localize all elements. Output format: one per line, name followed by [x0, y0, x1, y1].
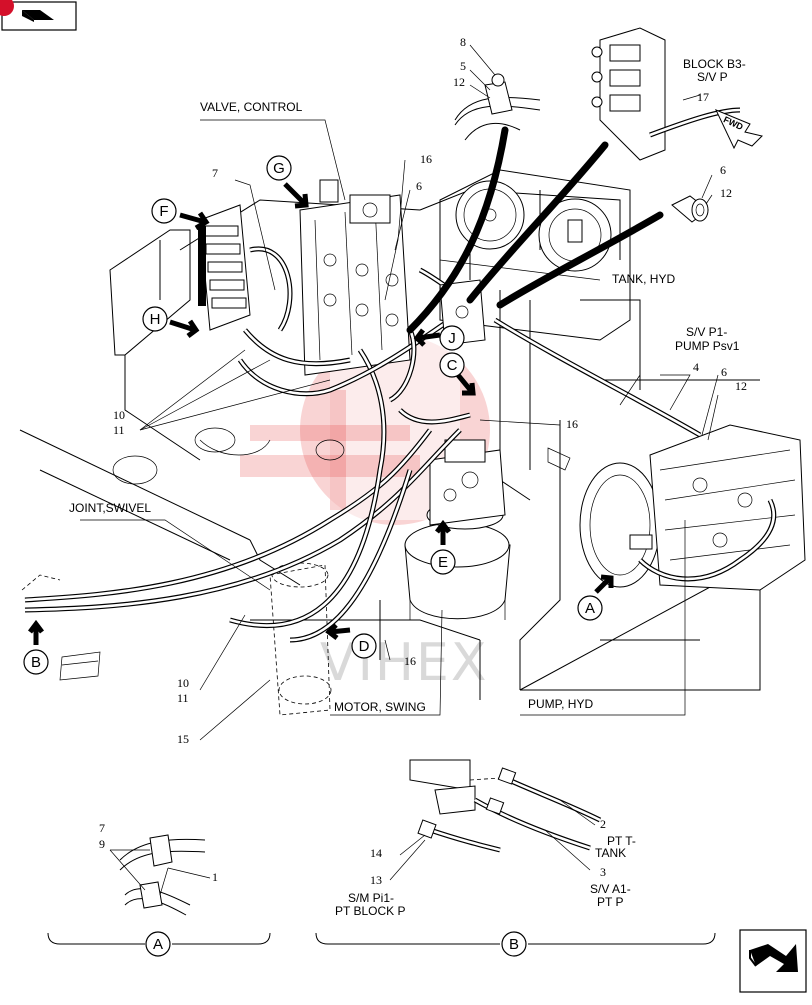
view-arrows	[28, 182, 614, 645]
label-sm-pi1: S/M Pi1-	[348, 891, 394, 905]
part-number: 12	[735, 379, 747, 393]
part-number: 2	[600, 817, 606, 831]
label-tank: TANK	[595, 846, 626, 860]
detail-b: 2 PT T- TANK 3 S/V A1- PT P 14 13 S/M Pi…	[315, 759, 716, 945]
view-letter-e[interactable]: E	[430, 549, 456, 575]
part-number: 16	[404, 654, 416, 668]
view-letter-a[interactable]: A	[577, 595, 603, 621]
part-number: 6	[721, 365, 727, 379]
part-number: 14	[370, 846, 382, 860]
part-number: 8	[460, 35, 466, 49]
view-letter-f[interactable]: F	[151, 198, 177, 224]
label-sv-p1: S/V P1-	[686, 325, 727, 339]
part-number: 3	[600, 865, 606, 879]
control-valve	[299, 179, 411, 376]
label-valve-control: VALVE, CONTROL	[200, 100, 303, 114]
label-block-b3: BLOCK B3-	[683, 57, 746, 71]
label-sv-p: S/V P	[697, 70, 728, 84]
fwd-arrow-icon	[714, 109, 763, 150]
label-pt-t: PT T-	[607, 834, 636, 848]
svg-text:A: A	[585, 600, 595, 617]
part-number: 7	[212, 166, 218, 180]
label-pt-p: PT P	[597, 895, 623, 909]
view-letter-j[interactable]: J	[439, 325, 465, 351]
part-number: 11	[177, 691, 189, 705]
view-letter-h[interactable]: H	[142, 306, 168, 332]
detail-a: 7 9 1	[47, 821, 271, 945]
svg-text:E: E	[438, 554, 448, 571]
svg-text:H: H	[150, 311, 161, 328]
arrow-navigation-icon[interactable]	[739, 929, 807, 993]
svg-text:D: D	[359, 638, 370, 655]
part-number: 7	[99, 821, 105, 835]
label-joint-swivel: JOINT,SWIVEL	[69, 501, 151, 515]
label-sv-a1: S/V A1-	[590, 882, 631, 896]
part-number: 4	[693, 360, 699, 374]
label-tank-hyd: TANK, HYD	[612, 272, 675, 286]
book-icon[interactable]	[0, 0, 77, 31]
watermark-text: VIHEX	[320, 633, 489, 693]
part-number: 1	[212, 870, 218, 884]
part-number: 16	[566, 417, 578, 431]
svg-text:C: C	[447, 357, 458, 374]
label-pump-hyd: PUMP, HYD	[528, 697, 593, 711]
view-letter-g[interactable]: G	[266, 155, 292, 181]
view-letter-c[interactable]: C	[439, 352, 465, 378]
part-number: 5	[460, 59, 466, 73]
view-letter-b[interactable]: B	[23, 649, 49, 675]
view-letter-d[interactable]: D	[351, 633, 377, 659]
label-pt-block-p: PT BLOCK P	[335, 904, 405, 918]
part-number: 17	[697, 90, 709, 104]
detail-label-a[interactable]: A	[145, 931, 171, 957]
part-number: 13	[370, 873, 382, 887]
svg-text:J: J	[448, 330, 456, 347]
svg-text:A: A	[153, 936, 163, 953]
svg-text:F: F	[159, 203, 168, 220]
part-number: 11	[113, 423, 125, 437]
callout-leaders	[80, 119, 719, 741]
part-number: 10	[177, 676, 189, 690]
solenoid-block	[198, 204, 251, 331]
label-pump-psv1: PUMP Psv1	[675, 339, 740, 353]
svg-text:G: G	[273, 160, 285, 177]
part-number: 6	[720, 163, 726, 177]
part-number: 9	[99, 837, 105, 851]
hyd-pump	[579, 424, 806, 591]
part-number: 16	[420, 152, 432, 166]
inset-leaders	[406, 126, 664, 334]
part-number: 6	[416, 179, 422, 193]
detail-label-b[interactable]: B	[501, 931, 527, 957]
svg-text:B: B	[509, 936, 519, 953]
svg-text:B: B	[31, 654, 41, 671]
fitting-inset	[671, 174, 713, 223]
block-b3	[591, 27, 741, 161]
part-number: 12	[720, 186, 732, 200]
label-motor-swing: MOTOR, SWING	[334, 700, 426, 714]
part-number: 10	[113, 408, 125, 422]
part-number: 15	[177, 732, 189, 746]
part-number: 12	[453, 75, 465, 89]
inset-clamp	[454, 44, 541, 141]
